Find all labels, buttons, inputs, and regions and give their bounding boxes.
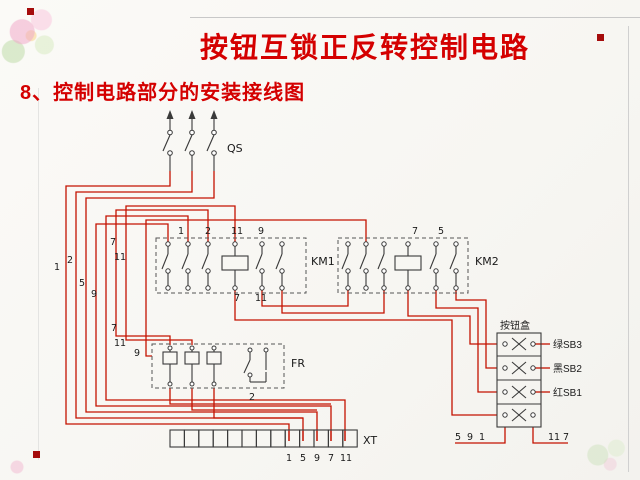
km2-terminal-number: 7 — [412, 226, 418, 237]
sb1-red-label: 红SB1 — [553, 386, 582, 399]
km1-terminal-number: 11 — [255, 293, 267, 304]
sb3-green-label: 绿SB3 — [553, 338, 582, 351]
flower-decoration-bottom-right — [573, 432, 635, 478]
slide-subtitle: 8、控制电路部分的安装接线图 — [20, 82, 306, 104]
button-box-wire-number: 11 — [548, 432, 560, 443]
km1-contactor: KM1 1 2 11 9 7 11 — [155, 226, 335, 304]
wire-number: 5 — [79, 278, 85, 289]
xt-terminal-number: 1 — [286, 453, 292, 464]
km2-label: KM2 — [475, 255, 499, 268]
wire-number: 1 — [54, 262, 60, 273]
button-box-wire-number: 7 — [563, 432, 569, 443]
wiring-lines — [65, 171, 568, 444]
km1-terminal-number: 11 — [231, 226, 243, 237]
button-box-label: 按钮盒 — [500, 319, 530, 332]
button-box: 按钮盒 绿SB3 黑SB2 红SB1 5 9 1 11 7 — [455, 319, 582, 443]
km1-terminal-number: 7 — [234, 293, 240, 304]
top-divider-line — [190, 17, 640, 18]
flower-decoration-bottom-left — [6, 458, 28, 476]
wire-number: 2 — [67, 255, 73, 266]
km1-terminal-number: 1 — [178, 226, 184, 237]
wire-number-labels: 7 11 1 2 5 9 7 11 9 2 — [54, 237, 255, 403]
xt-terminal-number: 7 — [328, 453, 334, 464]
wire-number: 7 — [111, 323, 117, 334]
button-box-wire-number: 5 — [455, 432, 461, 443]
button-box-wire-number: 1 — [479, 432, 485, 443]
fr-label: FR — [291, 357, 305, 370]
km2-terminal-number: 5 — [438, 226, 444, 237]
qs-label: QS — [227, 142, 243, 155]
km1-terminal-number: 2 — [205, 226, 211, 237]
xt-terminal-number: 9 — [314, 453, 320, 464]
wire-number: 2 — [249, 392, 255, 403]
fr-thermal-relay: FR — [151, 343, 305, 389]
wire-number: 9 — [91, 289, 97, 300]
red-square-bullet — [597, 34, 604, 41]
qs-switch: QS — [162, 110, 243, 171]
wire-number: 11 — [114, 252, 126, 263]
sb2-black-label: 黑SB2 — [553, 363, 582, 375]
slide-title: 按钮互锁正反转控制电路 — [199, 32, 530, 63]
xt-label: XT — [363, 434, 377, 447]
km2-contactor: KM2 7 5 — [337, 226, 499, 294]
red-square-bullet — [33, 451, 40, 458]
red-square-bullet — [27, 8, 34, 15]
wire-number: 9 — [134, 348, 140, 359]
xt-terminal-number: 5 — [300, 453, 306, 464]
km1-label: KM1 — [311, 255, 335, 268]
right-divider-line — [628, 26, 629, 472]
xt-terminal-number: 11 — [340, 453, 352, 464]
wire-number: 11 — [114, 338, 126, 349]
flower-decoration-top-left — [0, 4, 74, 70]
xt-terminal-strip: XT 1 5 9 7 11 — [169, 429, 377, 464]
button-box-wire-number: 9 — [467, 432, 473, 443]
left-divider-line — [38, 88, 39, 460]
km1-terminal-number: 9 — [258, 226, 264, 237]
wire-number: 7 — [110, 237, 116, 248]
